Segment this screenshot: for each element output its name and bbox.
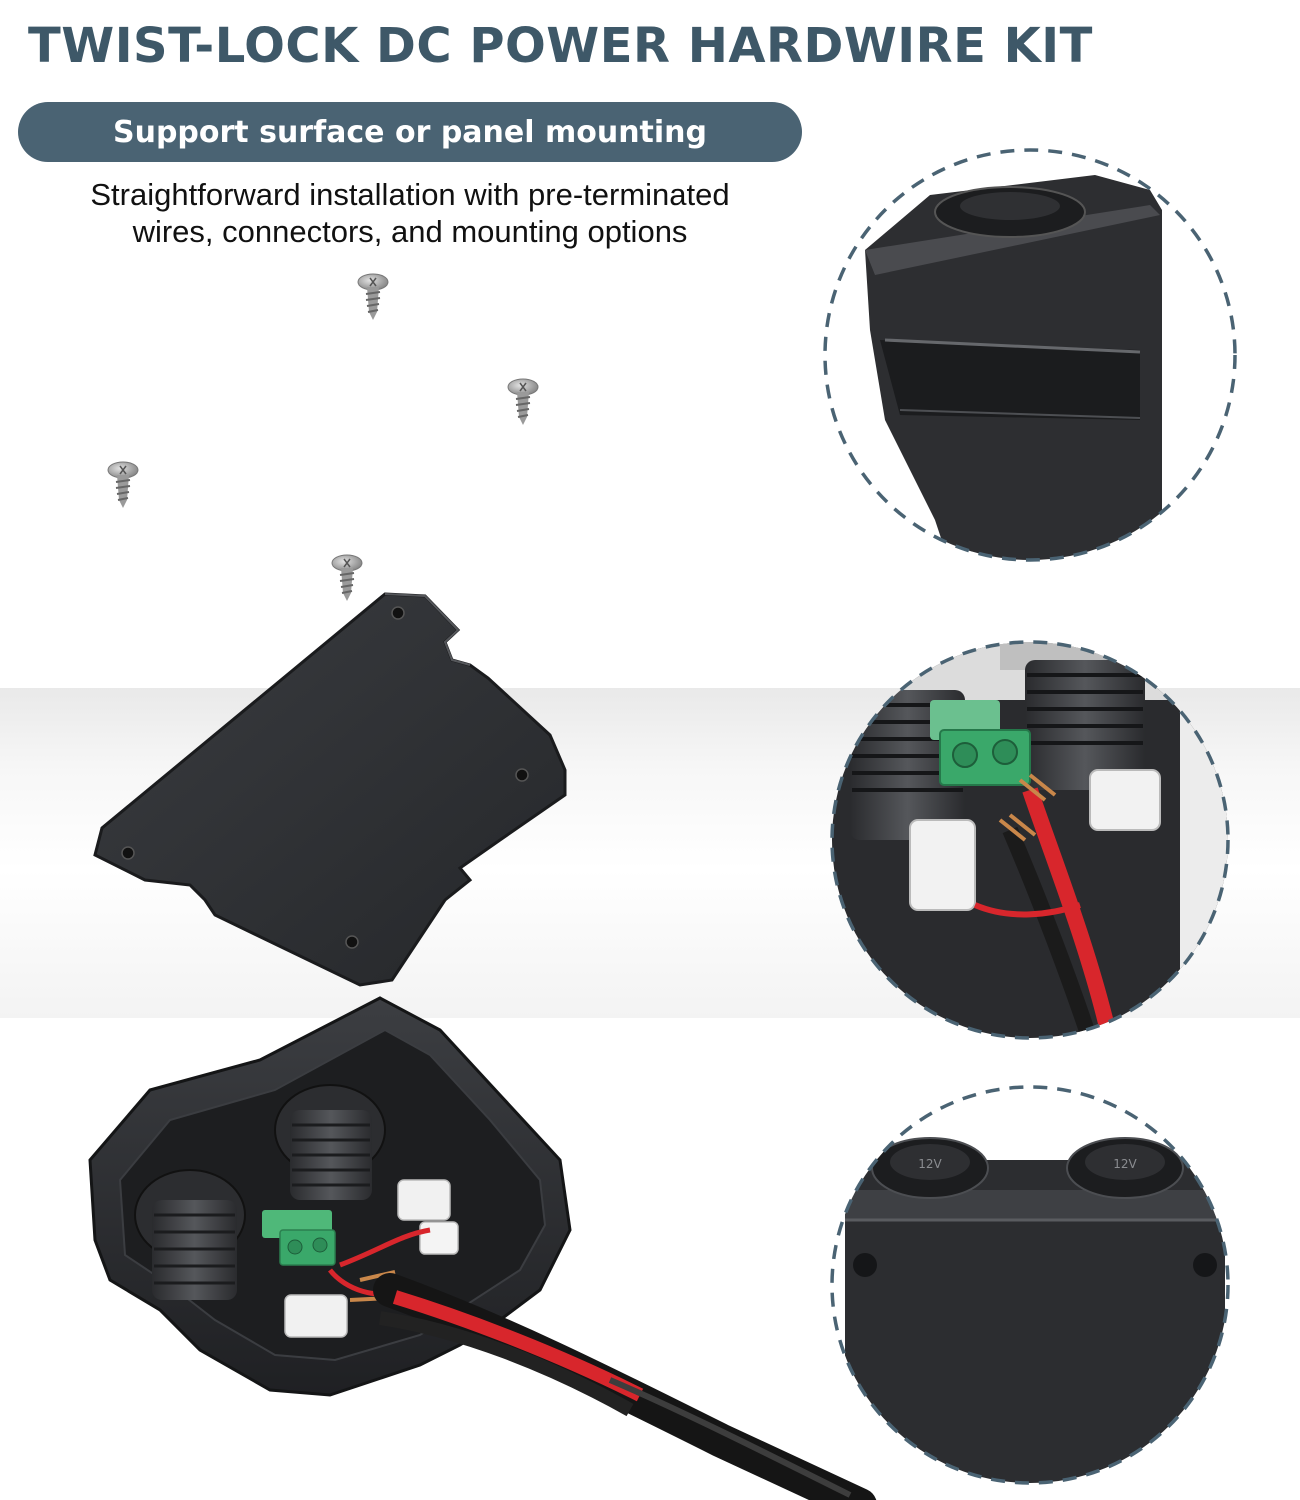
- installation-description-line-2: wires, connectors, and mounting options: [132, 214, 688, 249]
- rear-socket: [274, 1084, 459, 1255]
- detail-circle-wiring: [830, 640, 1230, 1040]
- socket-cap-right: 12V: [1066, 1137, 1184, 1199]
- socket-label-left: 12V: [918, 1157, 942, 1171]
- mounting-badge-label: Support surface or panel mounting: [112, 114, 708, 150]
- output-cable: [373, 1273, 877, 1500]
- socket-cap-left: 12V: [871, 1137, 989, 1199]
- installation-description-line-1: Straightforward installation with pre-te…: [90, 177, 730, 212]
- mounting-screw-1: [357, 273, 389, 320]
- socket-label-right: 12V: [1113, 1157, 1137, 1171]
- mounting-badge: Support surface or panel mounting: [18, 102, 802, 162]
- terminal-block: [262, 1210, 336, 1266]
- front-socket: [134, 1169, 348, 1338]
- page-title: TWIST-LOCK DC POWER HARDWIRE KIT: [28, 18, 1093, 74]
- cover-plate: [93, 592, 567, 987]
- detail-circle-front-sockets: 12V 12V: [830, 1085, 1230, 1485]
- installation-description: Straightforward installation with pre-te…: [18, 176, 802, 250]
- detail-circle-side-profile: [823, 148, 1237, 562]
- mounting-screw-2: [507, 378, 539, 425]
- mounting-screw-4: [331, 554, 363, 601]
- mounting-screw-3: [107, 461, 139, 508]
